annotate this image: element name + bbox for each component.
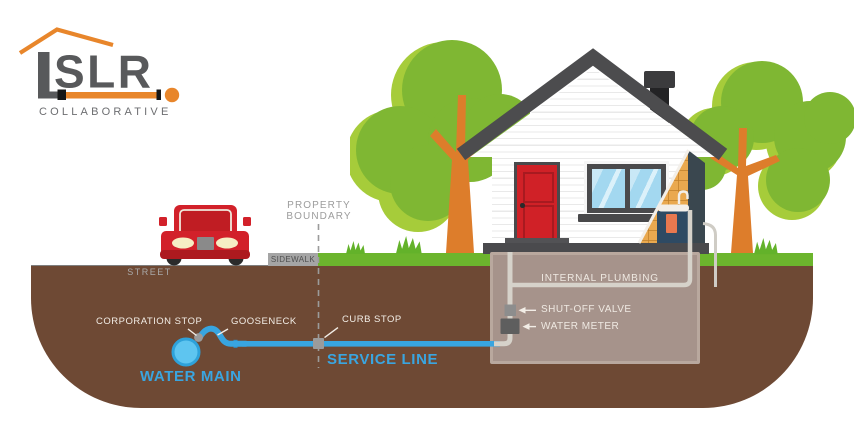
car-headlight-left	[172, 237, 194, 249]
grass-tuft	[346, 241, 365, 254]
cutaway-sink	[657, 190, 689, 247]
car-grille	[197, 237, 214, 250]
internal-plumbing-label: INTERNAL PLUMBING	[541, 273, 659, 284]
logo-pipe-icon	[66, 92, 157, 99]
water-meter-arrow-head	[522, 323, 530, 330]
logo-subtitle: COLLABORATIVE	[39, 106, 172, 118]
car-bumper	[160, 250, 250, 259]
car-headlight-right	[216, 237, 238, 249]
roof	[456, 48, 728, 161]
service-line-label: SERVICE LINE	[327, 351, 439, 368]
basement-box	[490, 252, 700, 364]
grass-tufts	[346, 236, 778, 255]
lslr-logo: SLR	[18, 27, 180, 103]
sidewalk-label: SIDEWALK	[270, 255, 316, 264]
window-sill	[578, 214, 674, 222]
car	[159, 205, 251, 266]
corporation-stop-label: CORPORATION STOP	[96, 316, 203, 327]
tree-left-trunk	[430, 95, 493, 253]
corporation-stop-pointer	[187, 328, 197, 337]
internal-plumbing-pipe	[510, 210, 693, 288]
property-boundary-label-line1: PROPERTY	[287, 200, 351, 211]
door-panel-top	[523, 172, 554, 203]
gooseneck-label: GOOSENECK	[231, 316, 297, 327]
logo-pipe-coupling-right	[156, 89, 161, 100]
logo-acronym-text: SLR	[54, 46, 154, 98]
door-knob	[520, 203, 525, 208]
faucet	[677, 190, 689, 204]
door-step	[505, 238, 569, 247]
logo-letter-l-foot	[38, 91, 59, 99]
property-boundary-label-line2: BOUNDARY	[286, 211, 352, 222]
car-mirror-left	[159, 217, 167, 226]
towel	[666, 214, 677, 233]
drain-pipe	[702, 222, 717, 287]
service-line-pipe	[242, 341, 500, 347]
logo-letter-l	[38, 52, 50, 98]
water-main-pipe	[171, 337, 201, 367]
gooseneck-pointer	[217, 328, 229, 336]
logo-pipe-ball	[164, 87, 180, 103]
property-boundary-label: PROPERTY BOUNDARY	[264, 200, 374, 222]
logo-roof-icon	[18, 27, 114, 55]
grass-tuft	[396, 236, 422, 254]
curb-stop-label: CURB STOP	[342, 314, 402, 325]
window-pane-right	[630, 169, 661, 208]
tree-right-trunk	[710, 128, 780, 253]
chimney-cap	[644, 71, 675, 88]
sidewalk-strip	[268, 253, 318, 266]
curb-stop-fitting	[313, 338, 324, 349]
street-label: STREET	[127, 267, 172, 277]
shut-off-valve-fitting	[504, 304, 516, 316]
curb-stop-pointer	[324, 326, 339, 339]
shut-off-valve-arrow-head	[518, 307, 526, 314]
logo-pipe-coupling-left	[57, 89, 66, 100]
house-foundation	[483, 243, 709, 254]
shut-off-valve-label: SHUT-OFF VALVE	[541, 304, 632, 315]
window-pane-left	[592, 169, 625, 208]
cutaway-edge	[637, 149, 690, 244]
gooseneck-pipe	[197, 325, 249, 347]
service-to-meter-pipe	[494, 252, 513, 347]
water-main-label: WATER MAIN	[140, 368, 242, 385]
water-meter-fitting	[500, 318, 520, 334]
car-mirror-right	[243, 217, 251, 226]
sink-basin	[658, 204, 689, 212]
grass-tuft	[754, 238, 778, 255]
water-meter-label: WATER METER	[541, 321, 620, 332]
